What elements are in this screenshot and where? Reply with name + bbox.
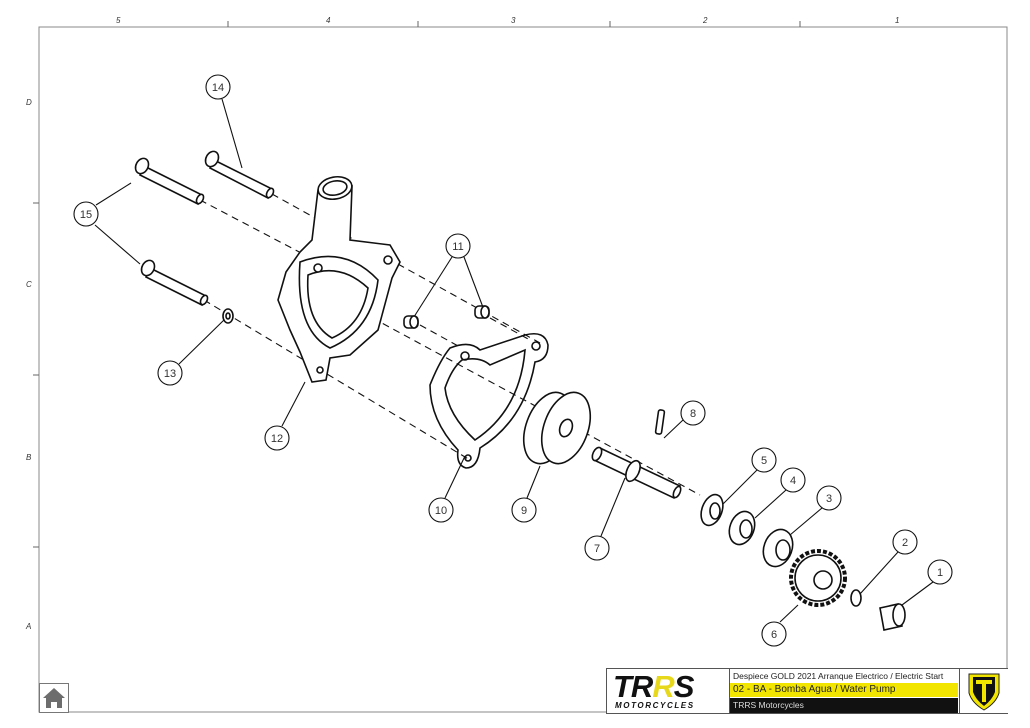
bearing-3 xyxy=(762,528,794,568)
balloon-12: 12 xyxy=(271,433,283,445)
impeller-9 xyxy=(522,391,592,465)
balloon-13: 13 xyxy=(164,368,176,380)
zone-col-2: 2 xyxy=(703,16,708,25)
shield-logo-icon xyxy=(959,669,1008,713)
zone-col-5: 5 xyxy=(116,16,121,25)
zone-row-b: B xyxy=(26,453,32,462)
bolt-15-top xyxy=(134,157,205,206)
circlip-2 xyxy=(850,589,862,607)
company-name: TRRS Motorcycles xyxy=(730,698,958,713)
zone-ticks xyxy=(33,21,801,548)
home-icon xyxy=(43,688,65,708)
dowel-11-b xyxy=(474,305,490,319)
balloon-9: 9 xyxy=(521,505,527,517)
balloon-4: 4 xyxy=(790,475,796,487)
balloon-2: 2 xyxy=(902,537,908,549)
parts xyxy=(134,150,906,631)
balloon-8: 8 xyxy=(690,408,696,420)
balloon-1: 1 xyxy=(937,567,943,579)
bushing-1 xyxy=(879,603,906,631)
home-button[interactable] xyxy=(39,683,69,713)
balloon-10: 10 xyxy=(435,505,447,517)
zone-row-c: C xyxy=(26,280,32,289)
zone-col-4: 4 xyxy=(326,16,331,25)
bearing-4 xyxy=(728,510,756,546)
drawing-title: Despiece GOLD 2021 Arranque Electrico / … xyxy=(730,669,958,683)
balloon-3: 3 xyxy=(826,493,832,505)
balloon-11: 11 xyxy=(452,241,463,253)
seal-5 xyxy=(700,493,724,527)
balloon-6: 6 xyxy=(771,629,777,641)
balloon-15: 15 xyxy=(80,209,92,221)
bolt-15-bottom xyxy=(140,259,209,307)
balloon-7: 7 xyxy=(594,543,600,555)
zone-row-a: A xyxy=(26,622,32,631)
logo-text: TRRS xyxy=(613,669,694,704)
drawing-frame xyxy=(38,26,1008,713)
gasket-10 xyxy=(429,332,549,469)
shaft-7 xyxy=(591,446,682,500)
zone-col-3: 3 xyxy=(511,16,516,25)
trrs-logo: TRRS MOTORCYCLES xyxy=(607,669,730,713)
leader-lines xyxy=(94,98,934,623)
balloon-14: 14 xyxy=(212,82,224,94)
zone-row-d: D xyxy=(26,98,32,107)
title-block: TRRS MOTORCYCLES Despiece GOLD 2021 Arra… xyxy=(606,668,1008,714)
dowel-11-a xyxy=(403,315,419,329)
bolt-14 xyxy=(204,150,275,200)
logo-subtext: MOTORCYCLES xyxy=(615,701,695,710)
drawing-subtitle: 02 - BA - Bomba Agua / Water Pump xyxy=(730,683,958,697)
zone-col-1: 1 xyxy=(895,16,900,25)
balloon-5: 5 xyxy=(761,455,767,467)
balloons: 1 2 3 4 5 6 7 8 9 10 11 12 13 14 15 xyxy=(73,74,953,647)
pin-8 xyxy=(654,409,666,435)
gear-6 xyxy=(789,549,847,607)
pump-cover-12 xyxy=(277,175,401,383)
